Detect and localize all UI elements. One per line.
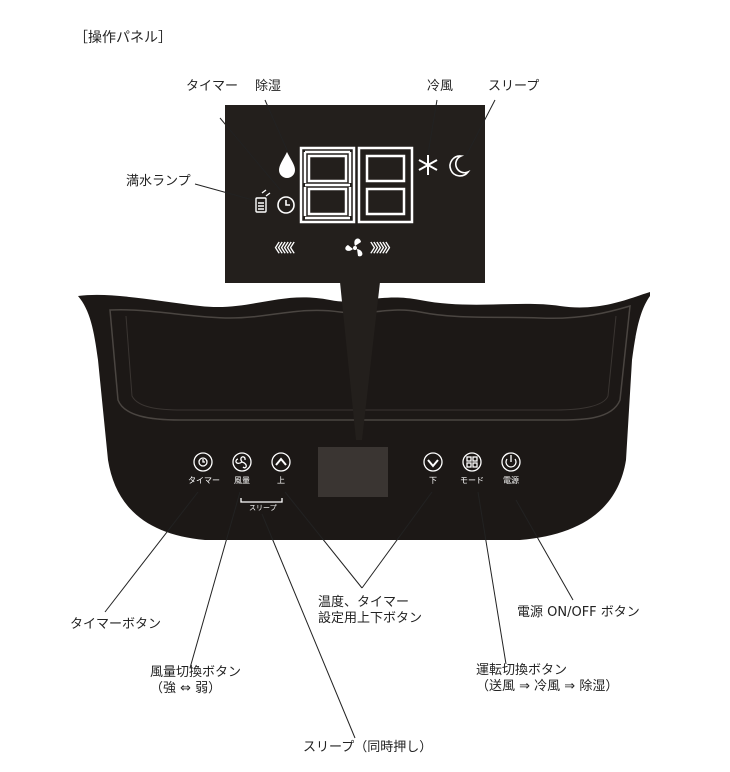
sleep-moon-icon [449, 155, 471, 177]
panel-contour-inner [125, 315, 617, 411]
cool-snowflake-icon [418, 155, 438, 175]
fan-speed-arrows-left: 〈〈〈〈〈〈 [268, 241, 295, 255]
fan-speed-button-label[interactable]: 風量 [234, 476, 250, 485]
panel-contour [109, 304, 631, 421]
label-timer-indicator: タイマー [186, 79, 239, 94]
fan-icon [345, 238, 363, 257]
timer-button-label[interactable]: タイマー [188, 476, 220, 485]
up-button-label[interactable]: 上 [277, 476, 285, 485]
section-title: ［操作パネル］ [74, 30, 172, 46]
callout-sleep-simultaneous: スリープ（同時押し） [303, 740, 433, 755]
callout-temp-timer-2: 設定用上下ボタン [318, 611, 423, 626]
dehumidify-drop-icon [279, 152, 295, 178]
label-cool-wind: 冷風 [427, 79, 454, 94]
callout-power-button: 電源 ON/OFF ボタン [517, 605, 640, 620]
display-leader-lines [194, 99, 496, 201]
callout-fan-switch-1: 風量切換ボタン [150, 665, 242, 680]
callout-fan-switch-2: （強 ⇔ 弱） [150, 681, 222, 696]
water-full-lamp-icon [255, 189, 271, 213]
callout-leader-lines [104, 491, 574, 739]
seven-segment-digits [299, 146, 414, 224]
zoom-wedge [340, 282, 380, 440]
panel-lcd [318, 447, 388, 497]
power-button-label[interactable]: 電源 [503, 476, 519, 485]
mode-button-label[interactable]: モード [460, 476, 484, 485]
down-button-label[interactable]: 下 [429, 476, 437, 485]
callout-temp-timer-1: 温度、タイマー [318, 595, 410, 610]
callout-mode-switch-1: 運転切換ボタン [476, 663, 568, 678]
sleep-bracket-label: スリープ [249, 504, 277, 512]
label-dehumidify: 除湿 [255, 79, 282, 94]
callout-timer-button: タイマーボタン [70, 617, 162, 632]
panel-button-icons [193, 452, 521, 503]
timer-clock-icon [277, 196, 295, 214]
callout-mode-switch-2: （送風 ⇒ 冷風 ⇒ 除湿） [476, 679, 619, 694]
fan-speed-arrows-right: 〉〉〉〉〉〉 [370, 241, 397, 255]
label-water-full-lamp: 満水ランプ [126, 174, 191, 189]
label-sleep-indicator: スリープ [488, 79, 540, 94]
